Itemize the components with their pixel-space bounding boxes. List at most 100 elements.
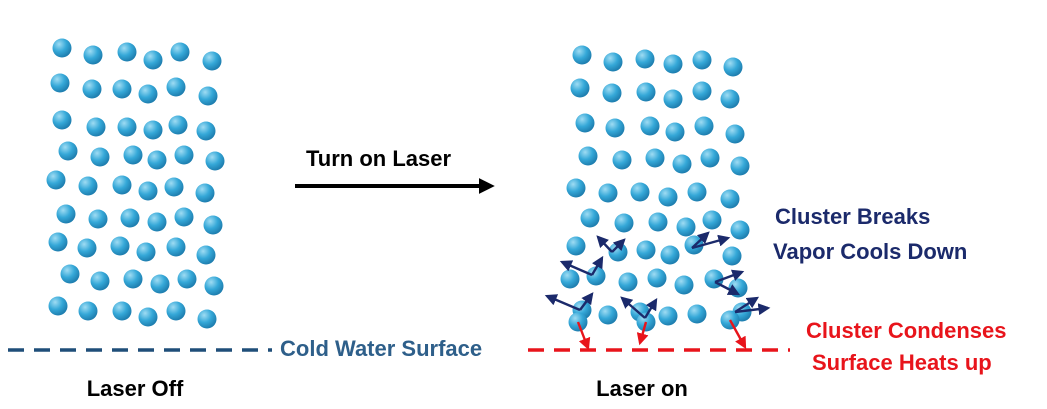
molecule <box>580 208 600 228</box>
molecule <box>602 83 622 103</box>
molecule <box>177 269 197 289</box>
cluster-break-arrow <box>734 303 771 316</box>
laser-on-label: Laser on <box>596 376 688 401</box>
surface-heats-up-label: Surface Heats up <box>812 350 992 375</box>
molecule <box>147 212 167 232</box>
cluster-break-arrow <box>714 280 741 296</box>
molecule <box>82 79 102 99</box>
molecule <box>147 150 167 170</box>
cluster-break-arrow <box>620 296 646 319</box>
cluster-break-arrow <box>691 234 731 250</box>
molecule <box>660 245 680 265</box>
molecule <box>645 148 665 168</box>
molecule <box>722 246 742 266</box>
molecule <box>566 178 586 198</box>
cluster-break-arrow <box>691 231 710 249</box>
molecule <box>123 269 143 289</box>
molecule <box>143 120 163 140</box>
molecule <box>560 269 580 289</box>
molecule <box>728 278 748 298</box>
molecule <box>692 50 712 70</box>
molecule <box>110 236 130 256</box>
molecule <box>197 309 217 329</box>
molecule <box>46 170 66 190</box>
laser-off-label: Laser Off <box>86 376 184 401</box>
molecule <box>52 110 72 130</box>
molecule <box>138 181 158 201</box>
molecule <box>168 115 188 135</box>
molecule <box>77 238 97 258</box>
cluster-breaks-label: Cluster Breaks <box>775 204 931 229</box>
molecule <box>636 82 656 102</box>
molecule <box>672 154 692 174</box>
molecule <box>676 217 696 237</box>
molecule <box>117 117 137 137</box>
cluster-break-arrow <box>643 297 658 319</box>
molecule <box>700 148 720 168</box>
molecule <box>605 118 625 138</box>
molecule <box>164 177 184 197</box>
molecule <box>575 113 595 133</box>
molecule <box>196 245 216 265</box>
molecule <box>687 304 707 324</box>
cluster-break-arrow <box>579 292 594 311</box>
cluster-break-arrow <box>544 294 581 312</box>
molecule <box>578 146 598 166</box>
cluster-break-arrow <box>596 235 613 253</box>
molecule <box>88 209 108 229</box>
molecule <box>174 207 194 227</box>
molecule <box>730 220 750 240</box>
cold-water-surface-label: Cold Water Surface <box>280 336 483 361</box>
condensation-arrow <box>728 319 747 350</box>
molecule <box>60 264 80 284</box>
molecule <box>143 50 163 70</box>
molecule <box>50 73 70 93</box>
cluster-break-arrow <box>611 238 626 253</box>
cluster-break-arrow <box>734 296 760 314</box>
cluster-break-arrows <box>544 231 771 319</box>
molecule <box>120 208 140 228</box>
molecule <box>174 145 194 165</box>
molecule <box>618 272 638 292</box>
molecule <box>202 51 222 71</box>
molecule <box>566 236 586 256</box>
molecule <box>136 242 156 262</box>
cluster-break-arrow <box>714 269 745 284</box>
cluster-laser-off <box>46 38 225 329</box>
molecule <box>83 45 103 65</box>
molecule <box>570 78 590 98</box>
molecule <box>603 52 623 72</box>
molecule <box>586 266 606 286</box>
molecule <box>48 232 68 252</box>
molecule <box>78 176 98 196</box>
molecule <box>647 268 667 288</box>
molecule <box>195 183 215 203</box>
molecule <box>630 182 650 202</box>
molecule <box>663 89 683 109</box>
molecule <box>112 301 132 321</box>
molecule <box>166 237 186 257</box>
molecule <box>112 79 132 99</box>
molecule <box>198 86 218 106</box>
molecule <box>117 42 137 62</box>
molecule <box>648 212 668 232</box>
molecule <box>636 240 656 260</box>
molecule <box>48 296 68 316</box>
molecule <box>78 301 98 321</box>
molecule <box>658 187 678 207</box>
molecule <box>658 306 678 326</box>
cluster-break-arrow <box>559 260 593 277</box>
vapor-cools-down-label: Vapor Cools Down <box>773 239 968 264</box>
molecule <box>138 307 158 327</box>
molecule <box>56 204 76 224</box>
molecule <box>112 175 132 195</box>
molecule <box>58 141 78 161</box>
condensation-arrow <box>636 321 649 346</box>
molecule <box>166 301 186 321</box>
molecule <box>196 121 216 141</box>
molecule <box>90 271 110 291</box>
molecule <box>723 57 743 77</box>
molecule <box>614 213 634 233</box>
cluster-laser-on <box>560 45 752 332</box>
